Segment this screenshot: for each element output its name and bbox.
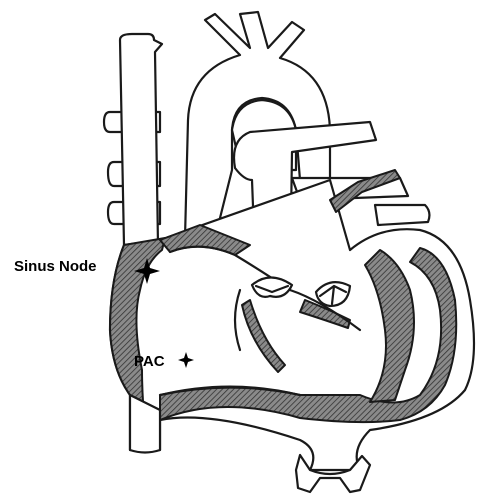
four-point-star-icon: [134, 258, 160, 284]
pac-label: PAC: [134, 353, 165, 370]
myocardium-walls: [109, 169, 458, 431]
inferior-vena-cava: [128, 393, 162, 454]
sinus-node-label: Sinus Node: [14, 258, 97, 275]
four-point-star-icon: [178, 352, 194, 368]
descending-aorta-stub: [294, 453, 372, 494]
pulmonary-valve: [250, 276, 294, 298]
superior-vena-cava: [118, 32, 164, 247]
aortic-valve: [314, 281, 352, 308]
